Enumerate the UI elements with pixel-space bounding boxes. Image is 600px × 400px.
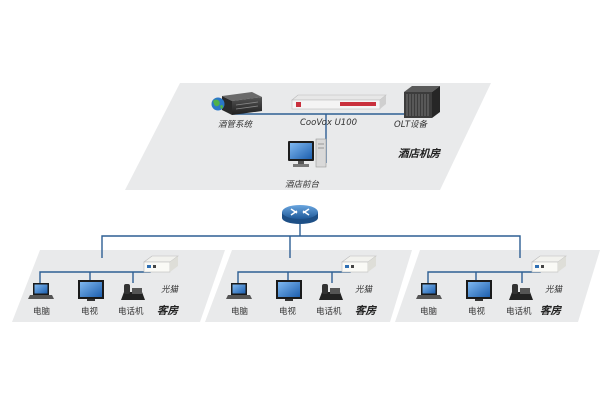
guest-room-title: 客房	[540, 305, 561, 317]
guest-room-devices-2	[226, 255, 377, 301]
machine-room-title: 酒店机房	[398, 148, 440, 160]
tv-icon	[466, 280, 492, 301]
guest-room-title: 客房	[355, 305, 376, 317]
guest-room-title: 客房	[157, 305, 178, 317]
phone-label: 电话机	[118, 307, 144, 317]
onu-icon	[143, 255, 179, 273]
tv-icon	[78, 280, 104, 301]
monitor-icon	[28, 283, 54, 299]
onu-icon	[341, 255, 377, 273]
phone-icon	[121, 284, 145, 300]
phone-label: 电话机	[316, 307, 342, 317]
onu-icon	[531, 255, 567, 273]
phone-icon	[319, 284, 343, 300]
phone-label: 电话机	[506, 307, 532, 317]
hotel-system-label: 酒管系统	[218, 120, 253, 130]
tv-label: 电视	[279, 307, 297, 317]
guest-room-devices-1	[28, 255, 179, 301]
globe-icon	[211, 97, 225, 111]
phone-icon	[509, 284, 533, 300]
tv-label: 电视	[468, 307, 486, 317]
coovox-label: CooVox U100	[300, 118, 358, 128]
tv-icon	[276, 280, 302, 301]
router-icon	[282, 205, 318, 224]
olt-label: OLT设备	[394, 120, 428, 130]
pc-label: 电脑	[231, 307, 249, 317]
monitor-icon	[416, 283, 442, 299]
monitor-icon	[226, 283, 252, 299]
computer-icon	[288, 138, 327, 168]
front-desk-label: 酒店前台	[285, 180, 320, 190]
guest-room-devices-3	[416, 255, 567, 301]
tv-label: 电视	[81, 307, 99, 317]
guest-room-devices	[28, 255, 567, 301]
onu-label: 光猫	[355, 285, 373, 295]
server-icon	[222, 92, 262, 115]
pbx-icon	[291, 94, 387, 110]
olt-chassis-icon	[404, 86, 440, 118]
onu-label: 光猫	[161, 285, 179, 295]
pc-label: 电脑	[33, 307, 51, 317]
onu-label: 光猫	[545, 285, 563, 295]
pc-label: 电脑	[420, 307, 438, 317]
